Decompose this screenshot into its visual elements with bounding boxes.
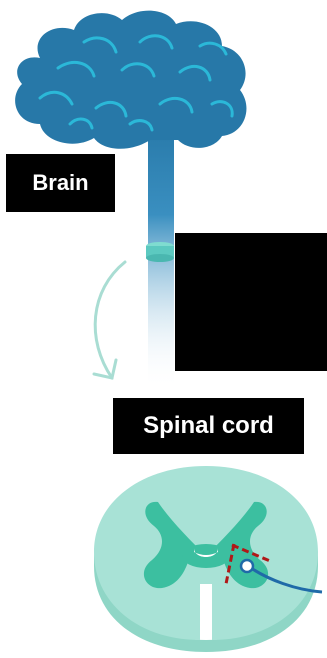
curved-arrow-icon xyxy=(94,262,125,378)
spinal-cord-cross-section xyxy=(94,466,318,652)
spinal-cord-label: Spinal cord xyxy=(113,398,304,454)
brain-label: Brain xyxy=(6,154,115,212)
nerve-cell-node xyxy=(241,560,253,572)
redacted-block xyxy=(175,233,327,371)
brain-icon xyxy=(15,11,246,149)
